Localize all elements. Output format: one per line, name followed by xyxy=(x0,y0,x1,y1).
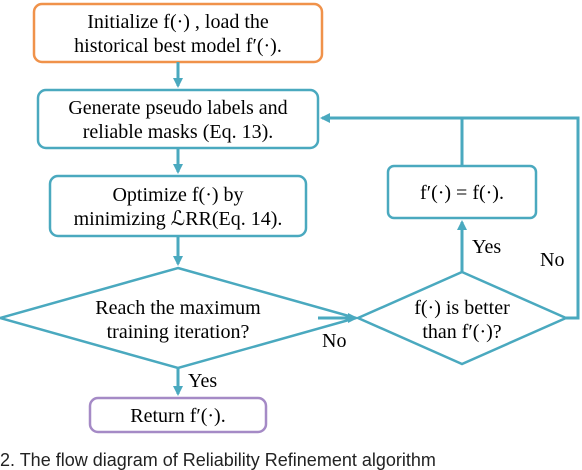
flow-diagram: Initialize f(·) , load the historical be… xyxy=(0,2,580,434)
loop-update-to-generate xyxy=(320,113,464,166)
reach-max-line2: training iteration? xyxy=(107,321,250,343)
better-diamond xyxy=(354,270,570,366)
return-box xyxy=(88,396,268,434)
figure-caption: 2. The flow diagram of Reliability Refin… xyxy=(0,450,436,470)
init-line2: historical best model f′(·). xyxy=(74,35,282,57)
generate-line1: Generate pseudo labels and xyxy=(68,97,287,119)
label-no-better: No xyxy=(540,249,564,271)
update-text: f′(·) = f(·). xyxy=(420,182,504,204)
better-line1: f(·) is better xyxy=(414,297,510,319)
label-no-reach: No xyxy=(322,330,346,352)
optimize-line2: minimizing ℒRR(Eq. 14). xyxy=(74,208,283,230)
reach-max-line1: Reach the maximum xyxy=(95,297,261,319)
init-line1: Initialize f(·) , load the xyxy=(87,11,269,33)
optimize-line1: Optimize f(·) by xyxy=(112,184,243,206)
loop-better-no-to-generate xyxy=(462,116,580,320)
return-text: Return f′(·). xyxy=(130,405,225,427)
generate-line2: reliable masks (Eq. 13). xyxy=(83,121,274,143)
label-yes-reach: Yes xyxy=(188,370,217,392)
better-line2: than f′(·)? xyxy=(422,321,501,343)
label-yes-better: Yes xyxy=(472,236,501,258)
